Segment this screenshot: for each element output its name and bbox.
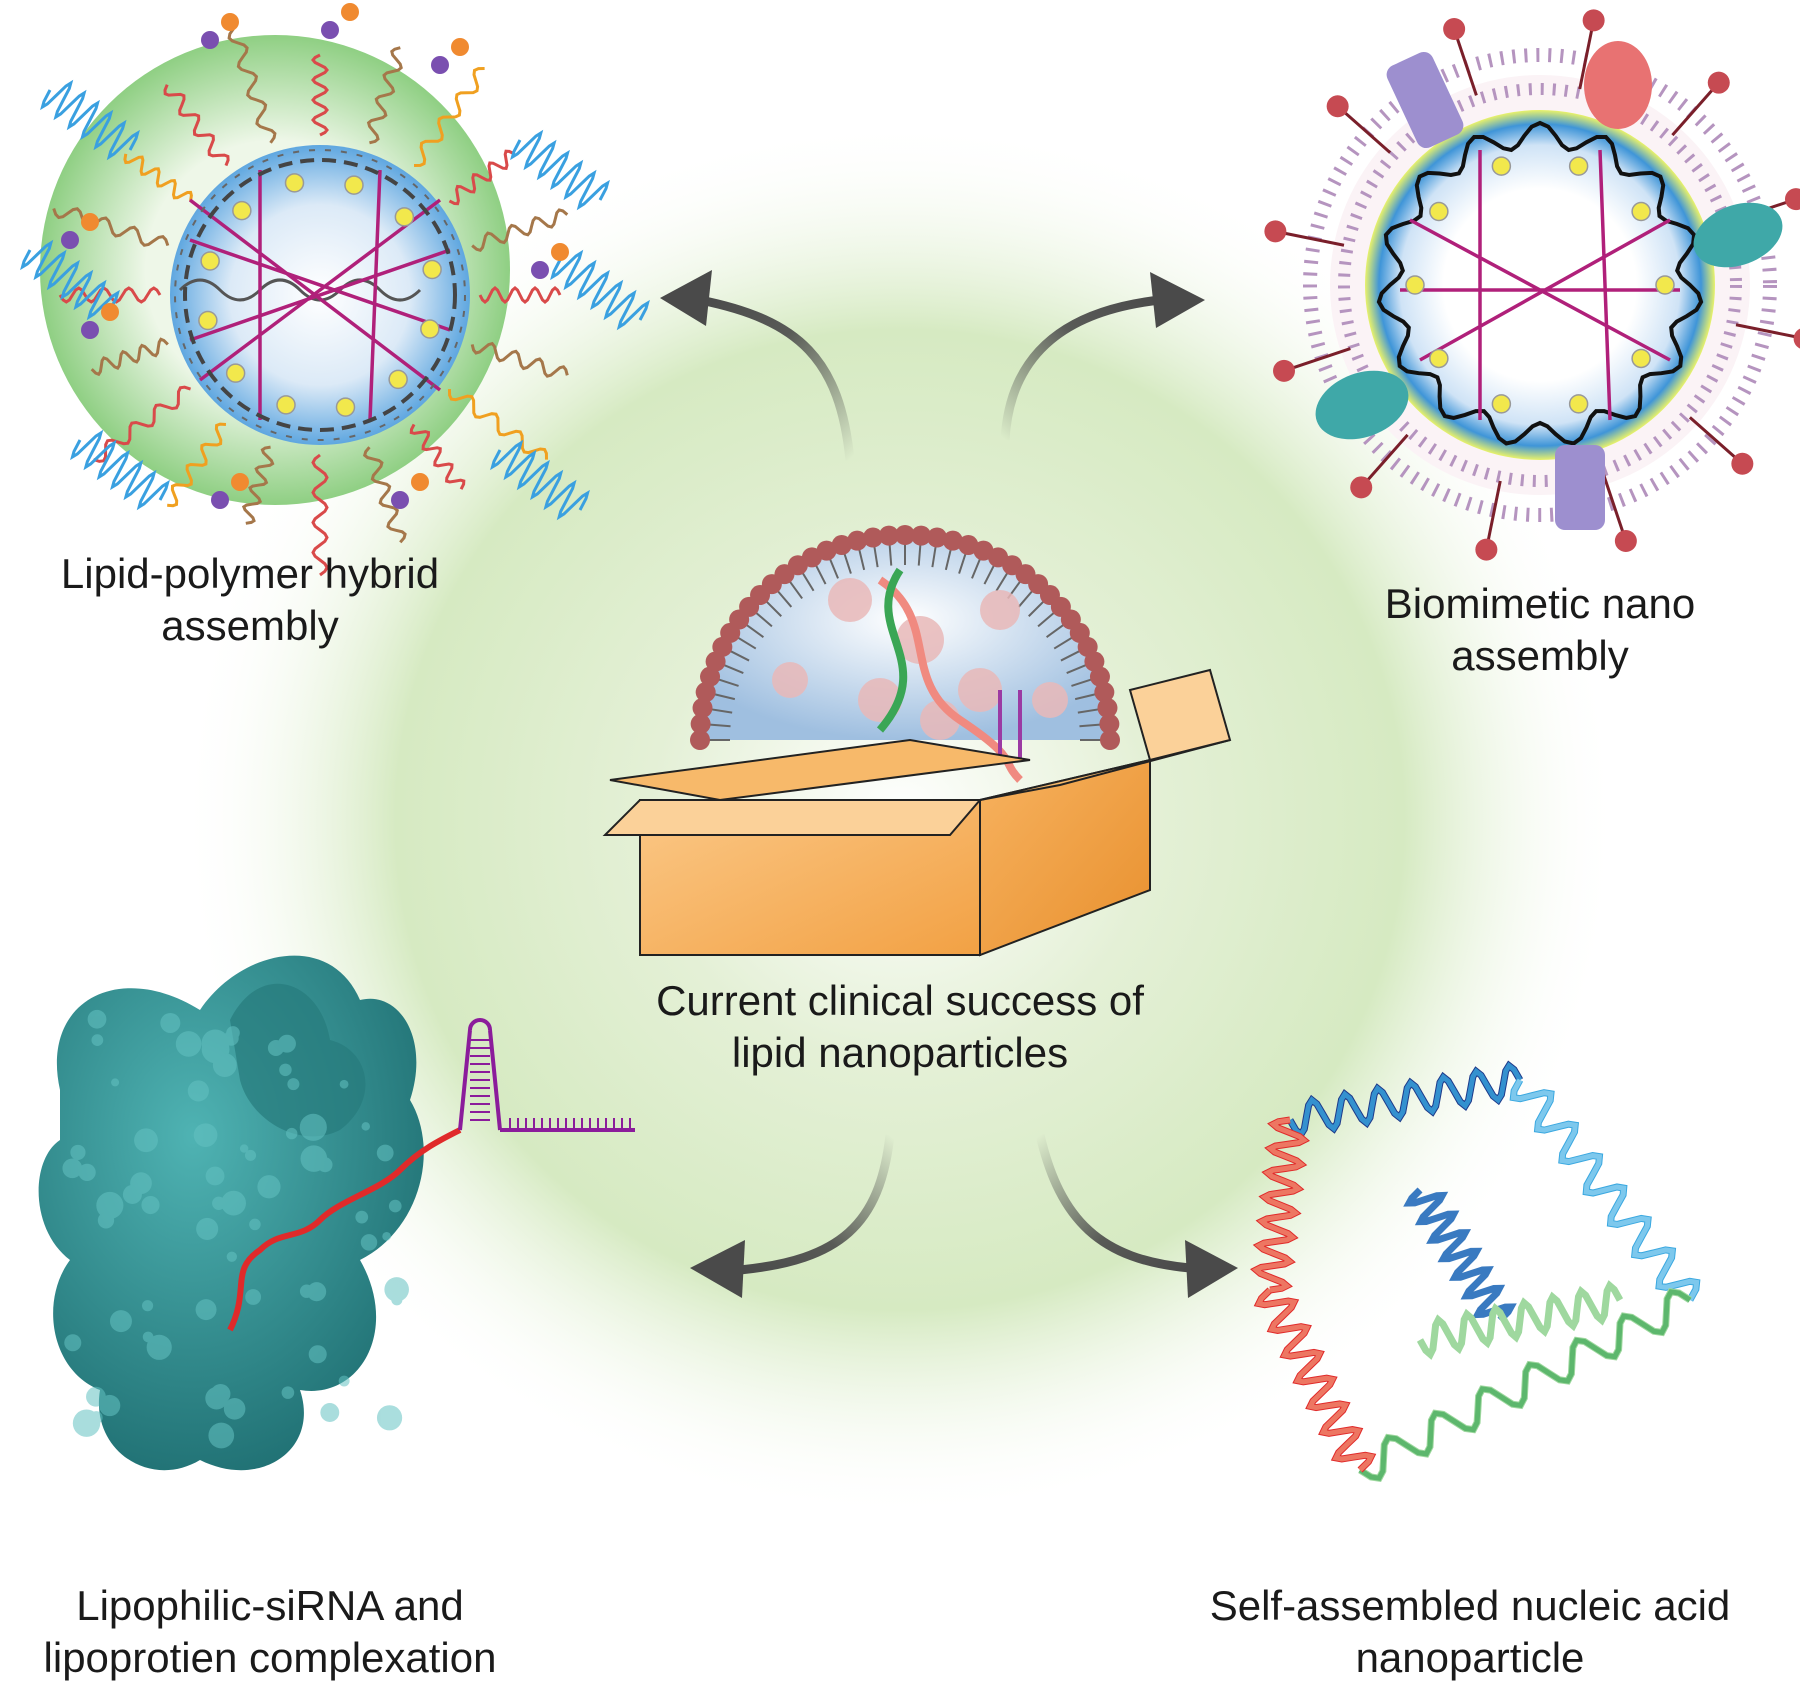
lipoprotein-sirna-illustration bbox=[38, 955, 635, 1471]
arrow-to-lipid-polymer bbox=[660, 270, 855, 461]
arrow-to-lipophilic-sirna bbox=[690, 1134, 895, 1298]
arrow-to-nucleic-acid bbox=[1035, 1133, 1238, 1298]
label-biomimetic-nano: Biomimetic nano assembly bbox=[1300, 578, 1780, 682]
biomimetic-nano-assembly-illustration bbox=[1264, 9, 1800, 561]
label-line: Lipophilic-siRNA and bbox=[76, 1582, 464, 1629]
label-line: Current clinical success of bbox=[656, 977, 1144, 1024]
label-line: Self-assembled nucleic acid bbox=[1209, 1582, 1731, 1629]
lipid-polymer-hybrid-illustration bbox=[20, 3, 650, 577]
label-lipid-polymer-hybrid: Lipid-polymer hybrid assembly bbox=[20, 548, 480, 652]
lipid-nanoparticle-illustration bbox=[602, 525, 1232, 957]
nucleic-acid-nanoparticle-illustration bbox=[1250, 1060, 1701, 1483]
arrow-to-biomimetic bbox=[1000, 272, 1205, 441]
label-line: assembly bbox=[1451, 632, 1629, 679]
label-line: nanoparticle bbox=[1355, 1634, 1585, 1681]
label-lipid-nanoparticles: Current clinical success of lipid nanopa… bbox=[600, 975, 1200, 1079]
label-line: assembly bbox=[161, 602, 339, 649]
label-line: lipid nanoparticles bbox=[731, 1029, 1069, 1076]
label-lipophilic-sirna: Lipophilic-siRNA and lipoprotien complex… bbox=[10, 1580, 530, 1684]
label-line: Lipid-polymer hybrid bbox=[60, 550, 440, 597]
label-self-assembled-nucleic-acid: Self-assembled nucleic acid nanoparticle bbox=[1160, 1580, 1780, 1684]
label-line: Biomimetic nano bbox=[1384, 580, 1696, 627]
label-line: lipoprotien complexation bbox=[43, 1634, 497, 1681]
